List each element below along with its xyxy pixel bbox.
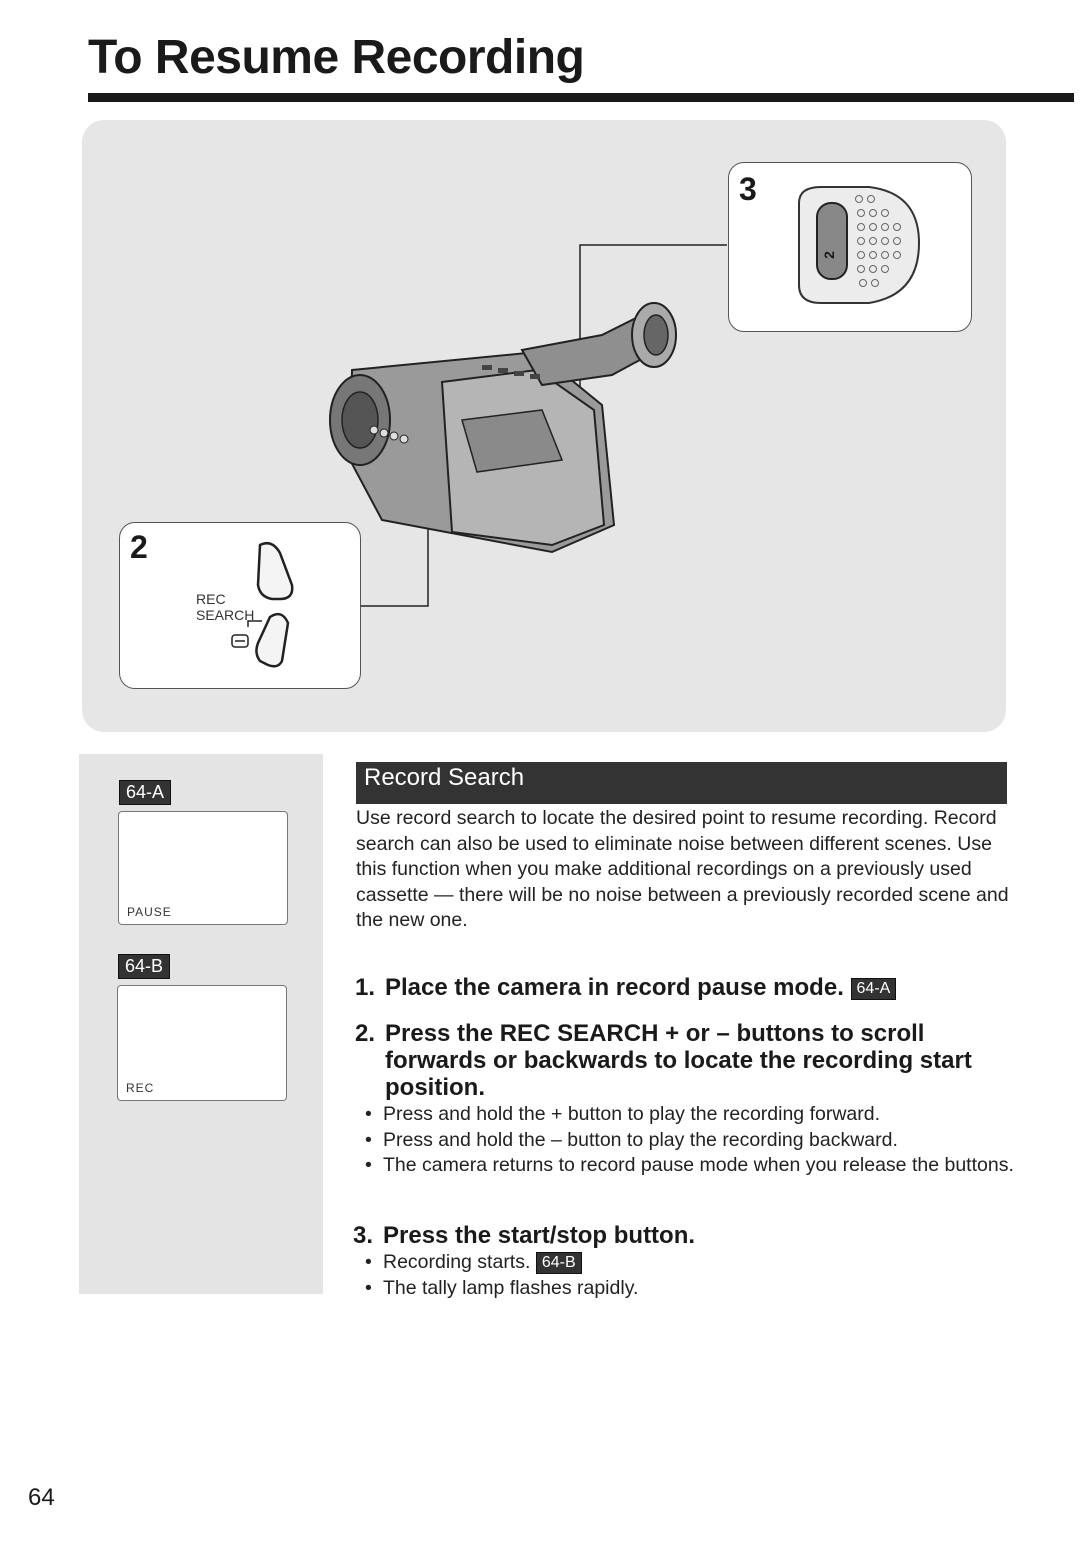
list-item-text: Recording starts. xyxy=(383,1251,531,1273)
step-3-text: Press the start/stop button. xyxy=(383,1222,696,1249)
page-number: 64 xyxy=(28,1484,55,1511)
intro-paragraph: Use record search to locate the desired … xyxy=(356,807,1009,932)
step-2-bullets: Press and hold the + button to play the … xyxy=(365,1102,1025,1179)
list-item: The camera returns to record pause mode … xyxy=(365,1153,1025,1179)
step-1-text: Place the camera in record pause mode. xyxy=(385,974,844,1001)
list-item: The tally lamp flashes rapidly. xyxy=(365,1276,1025,1302)
step-3-bullets: Recording starts. 64-B The tally lamp fl… xyxy=(365,1250,1025,1301)
step-1-title: 1. Place the camera in record pause mode… xyxy=(355,974,1025,1001)
title-rule xyxy=(88,93,1074,102)
page-title: To Resume Recording xyxy=(88,31,585,84)
rec-label: REC xyxy=(196,591,226,607)
step-2-text: Press the REC SEARCH + or – buttons to s… xyxy=(385,1020,972,1101)
step-1-number: 1. xyxy=(355,974,376,1001)
step-1-tag: 64-A xyxy=(850,977,897,1000)
callout-number-2: 2 xyxy=(130,529,148,565)
dial-label-2: 2 xyxy=(820,251,837,259)
screen-tag-64b: 64-B xyxy=(118,954,171,979)
lcd-screen-rec: REC xyxy=(117,985,287,1101)
step-3-title: 3. Press the start/stop button. xyxy=(353,1222,983,1249)
list-item: Press and hold the + button to play the … xyxy=(365,1102,1025,1128)
step-3-tag: 64-B xyxy=(535,1251,582,1274)
screen-text-rec: REC xyxy=(126,1081,155,1095)
callout-rec-search: 2 REC SEARCH xyxy=(119,522,361,689)
start-stop-button-icon xyxy=(798,186,921,304)
search-label: SEARCH xyxy=(196,607,255,623)
step-2-number: 2. xyxy=(355,1020,376,1047)
list-item: Press and hold the – button to play the … xyxy=(365,1128,1025,1154)
camcorder-illustration: 3 2 2 REC SEARCH xyxy=(82,120,1006,732)
callout-start-stop: 3 2 xyxy=(728,162,972,332)
section-header: Record Search xyxy=(356,762,1007,804)
step-3-number: 3. xyxy=(353,1222,374,1249)
camcorder-drawing xyxy=(329,244,727,607)
camcorder-body xyxy=(329,302,677,554)
screen-text-pause: PAUSE xyxy=(127,905,172,919)
step-2-title: 2. Press the REC SEARCH + or – buttons t… xyxy=(355,1020,985,1101)
callout-number-3: 3 xyxy=(739,171,757,207)
lcd-screen-pause: PAUSE xyxy=(118,811,288,925)
rec-search-buttons-icon xyxy=(231,542,294,668)
list-item: Recording starts. 64-B xyxy=(365,1250,1025,1276)
screen-panel: 64-A PAUSE 64-B REC xyxy=(79,754,323,1294)
screen-tag-64a: 64-A xyxy=(119,780,172,805)
